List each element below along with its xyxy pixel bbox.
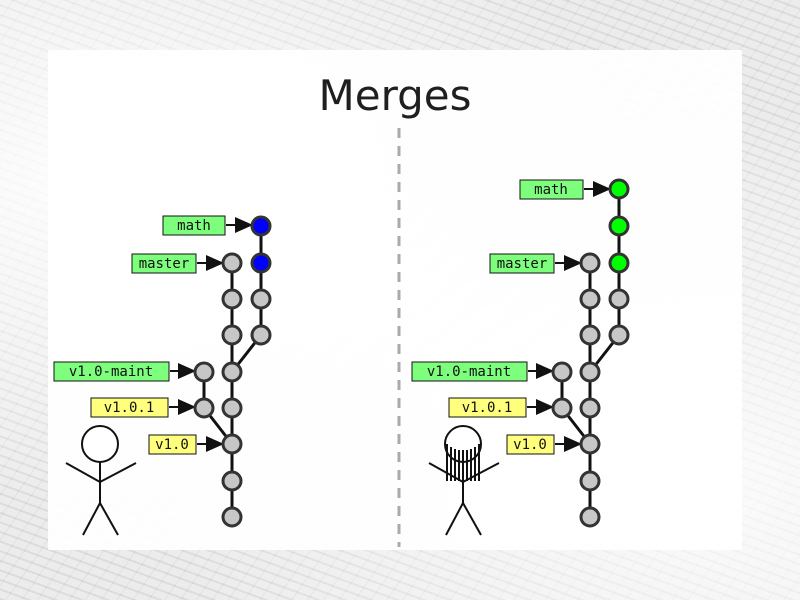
stick-figure-with-hair-icon (428, 425, 500, 536)
right-tag-v101-label: v1.0.1 (462, 400, 513, 416)
commit-node (221, 506, 243, 528)
right-tag-v10-label: v1.0 (513, 437, 547, 453)
left-git-graph: math master v1.0-maint v1.0.1 v1.0 (53, 215, 272, 536)
commit-node (608, 288, 630, 310)
commit-node (608, 178, 630, 200)
right-commit-nodes (551, 178, 630, 528)
left-label-arrows (169, 217, 253, 452)
right-maint-label: v1.0-maint (427, 364, 511, 380)
commit-node (608, 215, 630, 237)
left-master-label: master (139, 256, 190, 272)
commit-node (579, 361, 601, 383)
left-branch-labels: math master v1.0-maint (53, 215, 226, 382)
commit-node (608, 324, 630, 346)
left-tag-v10-label: v1.0 (155, 437, 189, 453)
commit-node (579, 324, 601, 346)
commit-node (551, 361, 573, 383)
left-commit-nodes (193, 215, 272, 528)
commit-node (579, 252, 601, 274)
commit-node (193, 361, 215, 383)
commit-node (250, 288, 272, 310)
right-tag-labels: v1.0.1 v1.0 (448, 397, 555, 455)
commit-node (551, 397, 573, 419)
right-edges (560, 189, 621, 517)
commit-node (250, 252, 272, 274)
commit-node (221, 470, 243, 492)
right-branch-labels: math master v1.0-maint (411, 179, 584, 382)
left-maint-label: v1.0-maint (69, 364, 153, 380)
commit-node (221, 433, 243, 455)
right-label-arrows (527, 181, 611, 452)
right-master-label: master (497, 256, 548, 272)
left-tag-labels: v1.0.1 v1.0 (90, 397, 197, 455)
commit-node (250, 215, 272, 237)
commit-node (608, 252, 630, 274)
commit-node (579, 397, 601, 419)
right-math-label: math (534, 182, 568, 198)
right-git-graph: math master v1.0-maint v1.0.1 v1.0 (411, 178, 630, 536)
commit-node (221, 288, 243, 310)
left-math-label: math (177, 218, 211, 234)
commit-node (579, 470, 601, 492)
commit-node (221, 361, 243, 383)
commit-node (579, 433, 601, 455)
commit-node (250, 324, 272, 346)
commit-node (193, 397, 215, 419)
stick-figure-icon (65, 425, 137, 536)
commit-node (221, 397, 243, 419)
slide-title: Merges (318, 71, 472, 120)
commit-node (221, 252, 243, 274)
commit-node (579, 506, 601, 528)
commit-node (221, 324, 243, 346)
left-tag-v101-label: v1.0.1 (104, 400, 155, 416)
commit-node (579, 288, 601, 310)
